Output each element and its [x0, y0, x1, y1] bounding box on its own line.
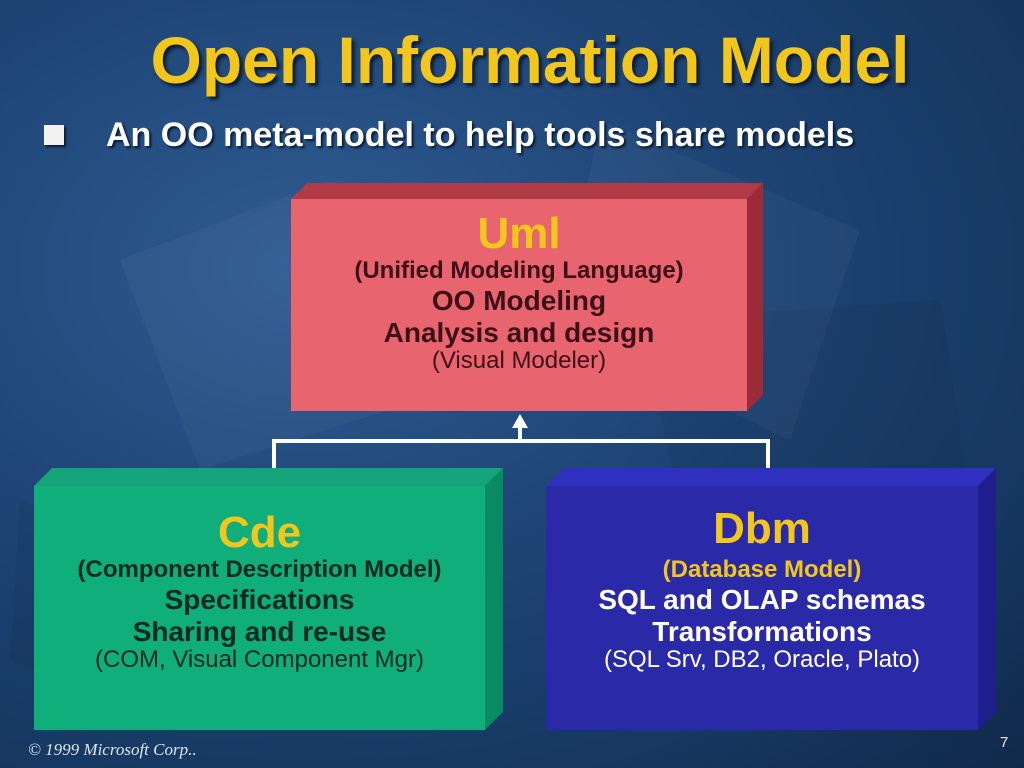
slide-title: Open Information Model: [150, 23, 910, 97]
uml-note: (Visual Modeler): [431, 346, 607, 374]
copyright-footer: © 1999 Microsoft Corp..: [28, 740, 197, 759]
arrowhead-icon: [512, 414, 528, 428]
cde-box-shape: [34, 468, 503, 730]
cde-box: Cde (Component Description Model) Specif…: [34, 468, 503, 732]
dbm-title: Dbm: [713, 504, 811, 553]
cde-line-2: Sharing and re-use: [132, 615, 387, 647]
dbm-box: Dbm (Database Model) SQL and OLAP schema…: [546, 468, 996, 732]
page-number: 7: [1000, 734, 1009, 751]
uml-box: Uml (Unified Modeling Language) OO Model…: [291, 183, 763, 415]
uml-line-2: Analysis and design: [383, 316, 655, 348]
dbm-line-1: SQL and OLAP schemas: [598, 584, 926, 616]
cde-note: (COM, Visual Component Mgr): [95, 645, 424, 673]
dbm-subtitle: (Database Model): [662, 556, 862, 584]
uml-box-shape: [291, 183, 763, 411]
dbm-box-shape: [546, 468, 996, 730]
uml-title: Uml: [477, 209, 561, 258]
uml-subtitle: (Unified Modeling Language): [354, 257, 684, 285]
bullet-text: An OO meta-model to help tools share mod…: [106, 115, 855, 154]
bullet-item: An OO meta-model to help tools share mod…: [44, 112, 854, 158]
cde-subtitle: (Component Description Model): [77, 556, 442, 584]
uml-line-1: OO Modeling: [431, 285, 607, 317]
cde-title: Cde: [217, 508, 302, 557]
dbm-line-2: Transformations: [652, 615, 872, 647]
dbm-note: (SQL Srv, DB2, Oracle, Plato): [603, 645, 921, 673]
cde-line-1: Specifications: [164, 584, 355, 616]
square-bullet-icon: [44, 125, 64, 145]
